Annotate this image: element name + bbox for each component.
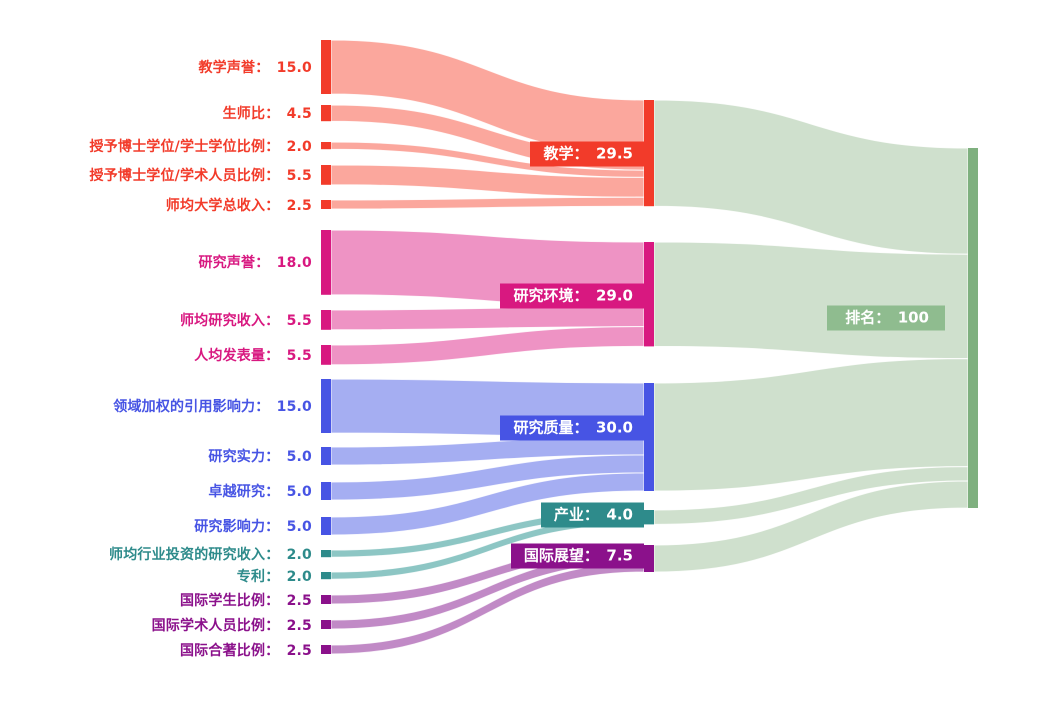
- flow-research-reputation-to-environment: [330, 229, 645, 308]
- node-environment: [644, 242, 654, 347]
- node-international: [644, 545, 654, 572]
- node-teaching: [644, 100, 654, 207]
- flow-citation-impact-to-quality: [330, 378, 645, 438]
- node-industry: [644, 510, 654, 525]
- node-research-excellence: [321, 482, 331, 500]
- node-international-collaboration: [321, 645, 331, 654]
- node-research-influence: [321, 517, 331, 535]
- flow-international-staff-to-international: [330, 553, 645, 630]
- node-international-students: [321, 595, 331, 604]
- node-patents: [321, 572, 331, 580]
- flow-environment-to-rank: [653, 241, 969, 360]
- node-research-productivity: [321, 345, 331, 365]
- node-student-staff-ratio: [321, 105, 331, 122]
- node-research-strength: [321, 447, 331, 465]
- node-doctorate-staff-ratio: [321, 165, 331, 185]
- node-citation-impact: [321, 379, 331, 433]
- flow-research-productivity-to-environment: [330, 326, 645, 366]
- node-teaching-reputation: [321, 40, 331, 94]
- flow-teaching-to-rank: [653, 99, 969, 255]
- node-institutional-income: [321, 200, 331, 209]
- flow-research-income-to-environment: [330, 306, 645, 331]
- node-rank: [968, 148, 978, 508]
- node-industry-income: [321, 550, 331, 558]
- flow-institutional-income-to-teaching: [330, 196, 645, 210]
- node-quality: [644, 383, 654, 491]
- node-research-reputation: [321, 230, 331, 295]
- node-doctorate-bachelor-ratio: [321, 142, 331, 150]
- node-international-staff: [321, 620, 331, 629]
- node-research-income: [321, 310, 331, 330]
